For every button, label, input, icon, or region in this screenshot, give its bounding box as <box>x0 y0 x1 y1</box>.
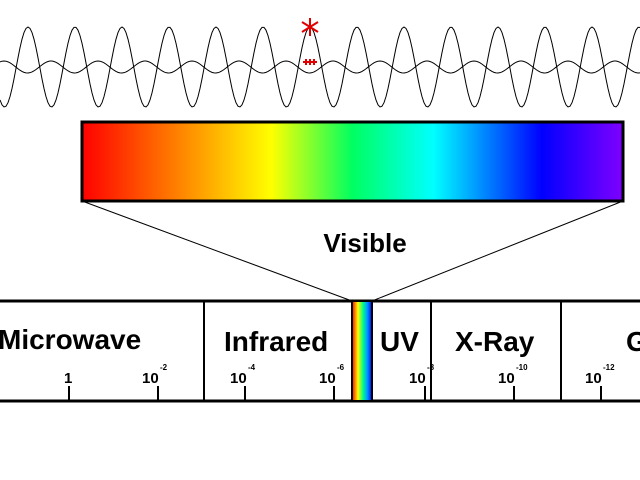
small-amplitude-wave <box>0 60 640 74</box>
tick-label-exponent: -10 <box>516 363 528 372</box>
zoom-line-left <box>81 200 353 302</box>
tick-label-exponent: -2 <box>160 363 168 372</box>
small-marker-icon <box>303 59 317 65</box>
band-label-infrared: Infrared <box>224 326 328 357</box>
tick-label-base: 10 <box>498 370 515 387</box>
tick-label-exponent: -8 <box>427 363 435 372</box>
band-label-gamma: G <box>626 326 640 357</box>
tick-label-base: 10 <box>409 370 426 387</box>
zoom-line-right <box>371 200 624 302</box>
tick-label: 10 -12 <box>585 363 615 387</box>
wave-illustration <box>0 18 640 108</box>
band-label-uv: UV <box>380 326 419 357</box>
visible-spectrum-bar <box>80 120 625 203</box>
tick-label-base: 10 <box>230 370 247 387</box>
tick-label: 10 -8 <box>409 363 435 387</box>
tick-label: 10 -2 <box>142 363 168 387</box>
large-amplitude-wave <box>0 26 640 108</box>
tick-label: 10 -4 <box>230 363 256 387</box>
visible-label: Visible <box>323 228 406 258</box>
tick-label-exponent: -4 <box>248 363 256 372</box>
tick-label: 10 -10 <box>498 363 528 387</box>
band-label-xray: X-Ray <box>455 326 535 357</box>
tick-label: 10 -6 <box>319 363 345 387</box>
tick-label-base: 10 <box>585 370 602 387</box>
band-label-microwave: Microwave <box>0 324 141 355</box>
asterisk-marker-icon <box>301 18 319 36</box>
tick-label-base: 1 <box>64 370 72 387</box>
tick-label-base: 10 <box>142 370 159 387</box>
tick-label-exponent: -6 <box>337 363 345 372</box>
tick-label: 1 <box>64 370 72 387</box>
tick-marks <box>68 386 602 401</box>
spectrum-band <box>0 299 640 403</box>
tick-label-base: 10 <box>319 370 336 387</box>
visible-band-strip <box>351 300 373 402</box>
tick-label-exponent: -12 <box>603 363 615 372</box>
